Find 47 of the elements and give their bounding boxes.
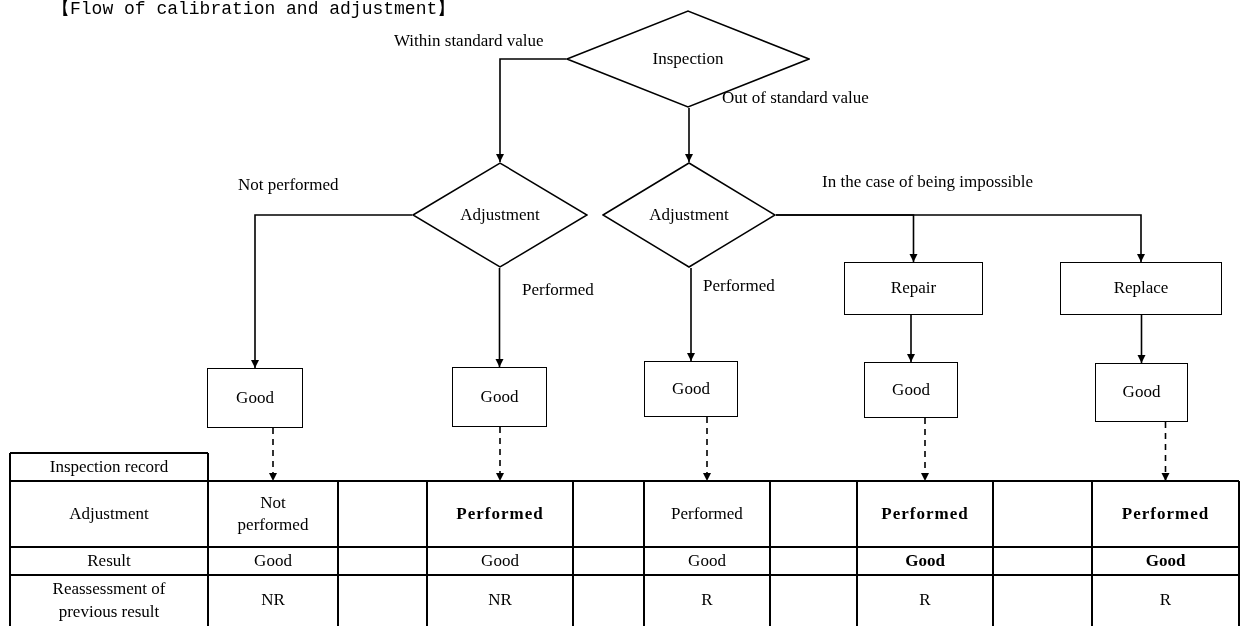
process-box: Good (1095, 363, 1188, 422)
table-entry: Good (253, 549, 293, 572)
arrow (921, 417, 929, 482)
arrow (1137, 314, 1146, 364)
table-cell: Performed (857, 481, 993, 547)
edge-label: Within standard value (394, 32, 544, 51)
arrow (251, 214, 413, 369)
table-entry: Good (687, 549, 727, 572)
edge-label: Not performed (238, 176, 339, 195)
decision-diamond: Adjustment (602, 162, 776, 268)
table-cell: Performed (427, 481, 573, 547)
decision-diamond: Adjustment (412, 162, 588, 268)
process-box: Repair (844, 262, 983, 315)
arrow (775, 214, 1145, 263)
table-entry: Result (86, 549, 132, 572)
arrow (703, 416, 711, 482)
process-box: Good (644, 361, 738, 417)
edge-label: In the case of being impossible (822, 173, 1034, 192)
process-box: Good (207, 368, 303, 428)
arrow (496, 426, 504, 482)
arrow (687, 267, 695, 362)
edge-label: Performed (703, 277, 775, 296)
table-entry: Good (1144, 549, 1187, 572)
table-entry: Reassessment of previous result (51, 578, 167, 623)
process-box: Replace (1060, 262, 1222, 315)
arrow (495, 267, 504, 368)
table-entry: Inspection record (48, 455, 170, 478)
arrow (907, 314, 915, 363)
table-entry: Good (904, 549, 946, 572)
table-entry: Adjustment (68, 502, 150, 525)
table-cell: Performed (644, 481, 770, 547)
table-entry: NR (260, 589, 286, 612)
table-entry: Good (480, 549, 520, 572)
table-cell: Performed (1092, 481, 1239, 547)
process-box: Good (452, 367, 547, 427)
arrow (685, 107, 693, 163)
arrow (269, 427, 277, 482)
table-entry: R (918, 589, 932, 612)
table-entry: NR (487, 589, 513, 612)
table-entry: R (700, 589, 714, 612)
arrow (1161, 421, 1170, 482)
arrow (496, 58, 567, 163)
edge-label: Performed (522, 281, 594, 300)
process-box: Good (864, 362, 958, 418)
edge-label: Out of standard value (722, 89, 869, 108)
table-cell: Not performed (208, 481, 338, 547)
table-entry: R (1158, 589, 1173, 612)
